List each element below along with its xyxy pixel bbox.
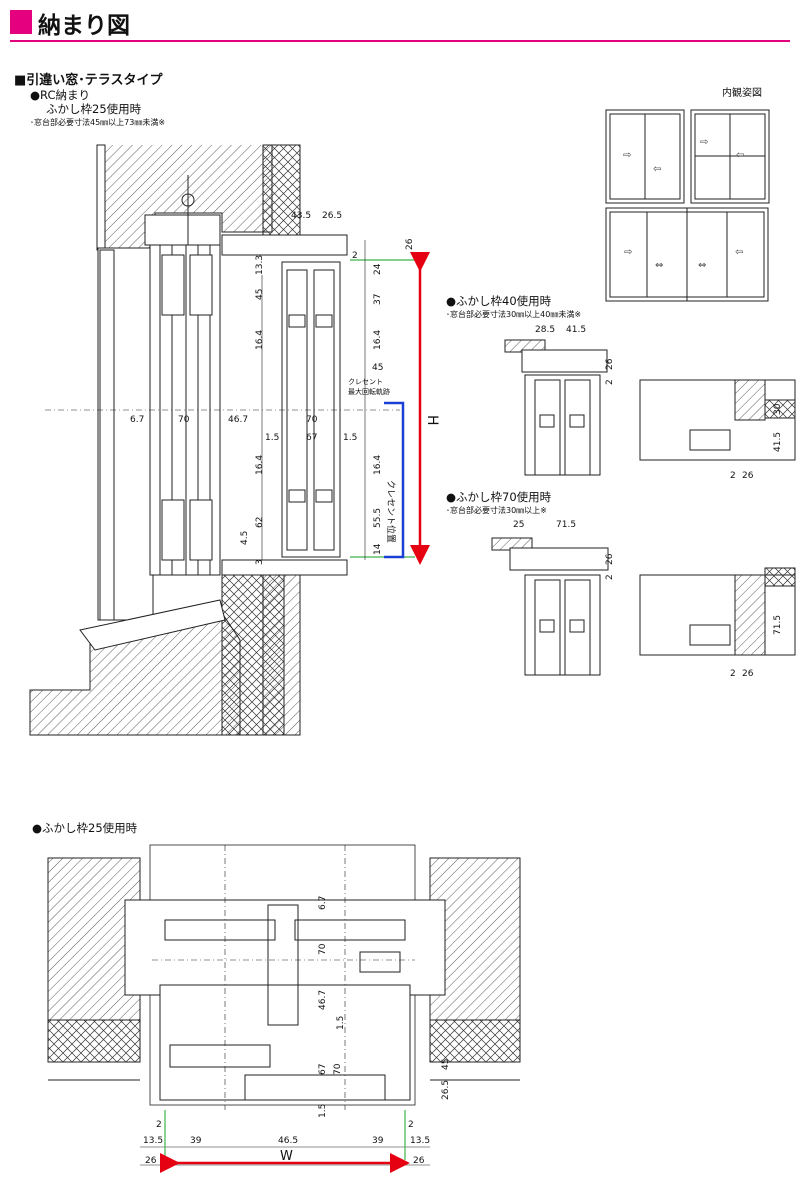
page-title: 納まり図 — [38, 13, 130, 39]
dim-text: 26 — [413, 1156, 425, 1166]
arrow-left-icon: ⇦ — [736, 150, 744, 161]
interior-view-label: 内観姿図 — [722, 88, 762, 99]
dim-text: 16.4 — [373, 330, 383, 350]
arrow-right-icon: ⇨ — [623, 150, 631, 161]
arrow-right-icon: ⇨ — [624, 247, 632, 258]
dim-text: 1.5 — [343, 433, 357, 443]
dim-text: 70 — [318, 943, 328, 955]
dim-text: 2 — [730, 669, 736, 679]
detail-40 — [504, 339, 796, 476]
dim-text: 41.5 — [773, 432, 783, 452]
dim-text: 3 — [255, 559, 265, 565]
dim-text: 13.5 — [143, 1136, 163, 1146]
dim-text: 1.5 — [336, 1016, 346, 1030]
dim-text: 46.7 — [228, 415, 248, 425]
dim-text: 70 — [333, 1063, 343, 1075]
dim-text: 1.5 — [318, 1104, 328, 1118]
dim-text: 71.5 — [773, 615, 783, 635]
dim-text: 4.5 — [240, 531, 250, 545]
dim-text: 26 — [145, 1156, 157, 1166]
arrow-both-icon: ⇔ — [698, 260, 706, 271]
fukashi40-label: ●ふかし枠40使用時 — [446, 294, 552, 308]
dim-text: 13.3 — [255, 255, 265, 275]
arrow-right-icon: ⇨ — [700, 137, 708, 148]
dim-text: 26 — [742, 471, 754, 481]
section2-dimensions: 28.5 41.5 26 2 30 41.5 2 26 — [535, 325, 783, 481]
dim-text: 45 — [441, 1059, 451, 1070]
section1-dimensions: 43.5 26.5 26 2 24 13.3 45 37 16.4 16.4 6… — [130, 211, 440, 565]
dim-text: 26.5 — [322, 211, 342, 221]
dim-text: 62 — [255, 517, 265, 528]
width-label: W — [280, 1149, 293, 1164]
dim-text: 70 — [178, 415, 190, 425]
crescent-max-label-2: 最大回転軌跡 — [348, 387, 390, 396]
arrow-left-icon: ⇦ — [653, 164, 661, 175]
dim-text: 39 — [190, 1136, 202, 1146]
dim-text: 41.5 — [566, 325, 586, 335]
rc-label: ●RC納まり — [30, 88, 90, 102]
fukashi25-label: ふかし枠25使用時 — [46, 102, 142, 116]
dim-text: 2 — [408, 1120, 414, 1130]
dim-text: 16.4 — [255, 455, 265, 475]
section-drawing — [29, 144, 415, 736]
crescent-max-label-1: クレセント — [348, 378, 383, 386]
dim-text: 43.5 — [291, 211, 311, 221]
dim-text: 2 — [605, 379, 615, 385]
fukashi40-note: ･窓台部必要寸法30㎜以上40㎜未満※ — [446, 310, 582, 319]
dim-text: 39 — [372, 1136, 384, 1146]
dim-text: 71.5 — [556, 520, 576, 530]
section4-dimensions: 6.7 70 46.7 1.5 67 70 1.5 45 26.5 2 13.5… — [143, 896, 451, 1166]
dim-text: 67 — [306, 433, 317, 443]
dim-text: 26.5 — [441, 1080, 451, 1100]
dim-text: 25 — [513, 520, 524, 530]
section-heading: ■引違い窓･テラスタイプ — [14, 73, 163, 88]
dim-text: 6.7 — [130, 415, 144, 425]
dim-text: 67 — [318, 1064, 328, 1075]
dim-text: 45 — [255, 289, 265, 300]
crescent-marker — [384, 401, 405, 559]
crescent-position-label: クレセント位置 — [385, 480, 397, 543]
dim-text: 16.4 — [373, 455, 383, 475]
dim-text: 2 — [352, 251, 358, 261]
dim-text: 28.5 — [535, 325, 555, 335]
page-header: 納まり図 — [10, 6, 790, 42]
dim-text: 2 — [730, 471, 736, 481]
dim-text: 55.5 — [373, 508, 383, 528]
dim-text: 13.5 — [410, 1136, 430, 1146]
dim-text: 26 — [742, 669, 754, 679]
fukashi25-note: ･窓台部必要寸法45㎜以上73㎜未満※ — [30, 118, 166, 127]
fukashi70-note: ･窓台部必要寸法30㎜以上※ — [446, 506, 547, 515]
arrow-left-icon: ⇦ — [735, 247, 743, 258]
dim-text: 26 — [405, 238, 415, 250]
sliding-arrow-icons: ⇨ ⇦ ⇨ ⇦ ⇨ ⇔ ⇔ ⇦ — [623, 137, 744, 271]
dim-text: 1.5 — [265, 433, 279, 443]
dim-text: 46.5 — [278, 1136, 298, 1146]
height-label: H — [424, 415, 440, 426]
plan-label: ●ふかし枠25使用時 — [32, 821, 138, 835]
fukashi70-label: ●ふかし枠70使用時 — [446, 490, 552, 504]
header-square-icon — [10, 10, 32, 34]
detail-70 — [491, 537, 796, 676]
dim-text: 30 — [773, 403, 783, 415]
dim-text: 26 — [605, 358, 615, 370]
dim-text: 16.4 — [255, 330, 265, 350]
dim-text: 37 — [373, 294, 383, 305]
dim-text: 45 — [372, 363, 383, 373]
dim-text: 70 — [306, 415, 318, 425]
dim-text: 24 — [373, 263, 383, 275]
dim-text: 14 — [373, 543, 383, 555]
arrow-both-icon: ⇔ — [655, 260, 663, 271]
plan-drawing — [47, 844, 521, 1166]
dim-text: 26 — [605, 553, 615, 565]
interior-view-icons — [605, 109, 770, 302]
dim-text: 2 — [156, 1120, 162, 1130]
section3-dimensions: 25 71.5 26 2 71.5 2 26 — [513, 520, 783, 679]
dim-text: 2 — [605, 574, 615, 580]
dim-text: 6.7 — [318, 896, 328, 910]
dim-text: 46.7 — [318, 990, 328, 1010]
